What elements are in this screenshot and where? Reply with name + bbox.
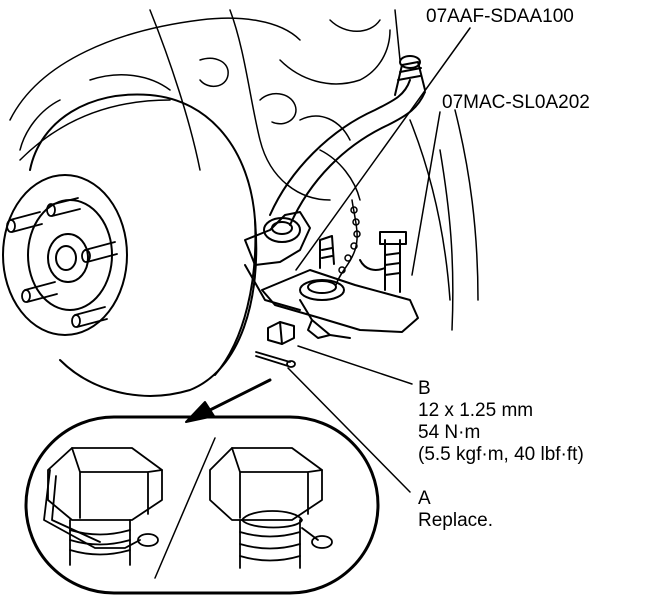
callout-b-torque-alt: (5.5 kgf·m, 40 lbf·ft) bbox=[418, 444, 584, 465]
cotter-pin bbox=[255, 351, 296, 368]
inset-divider bbox=[154, 437, 216, 579]
castle-nut bbox=[267, 321, 295, 345]
background-structure bbox=[9, 9, 479, 331]
inset-nut-right bbox=[209, 447, 333, 569]
safety-chain bbox=[335, 199, 361, 286]
inset-frame bbox=[24, 415, 380, 595]
steering-knuckle bbox=[244, 211, 311, 311]
inset-nut-left bbox=[43, 447, 163, 566]
control-arm bbox=[269, 55, 426, 226]
leader-lines bbox=[287, 27, 471, 493]
callout-b-letter: B bbox=[418, 378, 431, 399]
callout-b-torque: 54 N·m bbox=[418, 422, 481, 443]
brake-rotor bbox=[2, 93, 258, 397]
callout-b-size: 12 x 1.25 mm bbox=[418, 400, 534, 421]
callout-a-action: Replace. bbox=[418, 510, 493, 531]
ball-joint-remover-tool bbox=[261, 231, 419, 339]
tool-label-2: 07MAC-SL0A202 bbox=[442, 92, 590, 113]
tool-label-1: 07AAF-SDAA100 bbox=[426, 6, 574, 27]
wheel-studs bbox=[6, 197, 118, 328]
callout-a-letter: A bbox=[418, 488, 431, 509]
